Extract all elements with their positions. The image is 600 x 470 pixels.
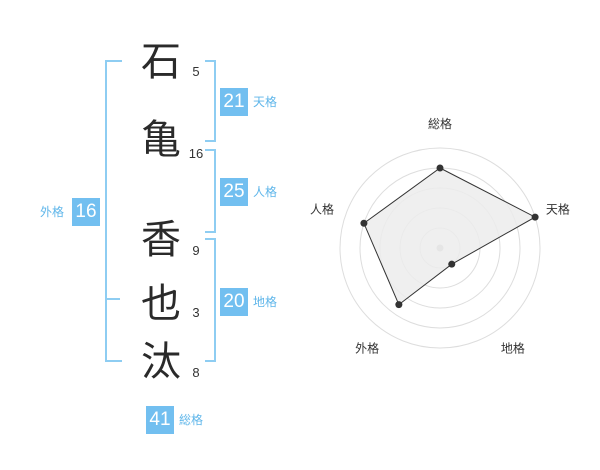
tenkaku-value: 21 [220,88,248,116]
soukaku-label: 総格 [179,413,204,427]
stroke-count-2: 16 [188,146,204,161]
tenkaku-bracket [205,60,216,142]
jinkaku-value: 25 [220,178,248,206]
stroke-count-5: 8 [192,365,200,380]
radar-point-2 [448,260,456,268]
chikaku-value: 20 [220,288,248,316]
name-char-1: 石 [141,39,181,85]
radar-point-1 [531,213,539,221]
jinkaku-bracket [205,149,216,233]
jinkaku-label: 人格 [253,185,278,199]
radar-axis-label-3: 外格 [355,340,379,355]
gaikaku-divider [105,298,120,300]
radar-axis-label-4: 人格 [310,202,334,217]
gaikaku-value: 16 [72,198,100,226]
name-char-3: 香 [141,217,181,263]
radar-ring-5 [339,147,541,349]
radar-axis-label-2: 地格 [501,340,525,355]
radar-points [360,164,539,309]
stroke-count-4: 3 [192,305,200,320]
soukaku-value: 41 [146,406,174,434]
name-char-2: 亀 [141,117,181,163]
radar-point-3 [395,301,403,309]
tenkaku-label: 天格 [253,95,278,109]
gaikaku-bracket [105,60,122,362]
name-char-4: 也 [141,281,181,327]
gaikaku-label: 外格 [40,205,65,219]
chikaku-bracket [205,238,216,362]
radar-point-4 [360,219,368,227]
stroke-count-1: 5 [192,64,200,79]
radar-point-0 [436,164,444,172]
stroke-count-3: 9 [192,243,200,258]
name-char-5: 汰 [141,339,181,385]
radar-axis-label-1: 天格 [546,202,570,217]
radar-polygon [363,167,537,306]
chikaku-label: 地格 [253,295,278,309]
radar-axis-label-0: 総格 [428,116,452,131]
